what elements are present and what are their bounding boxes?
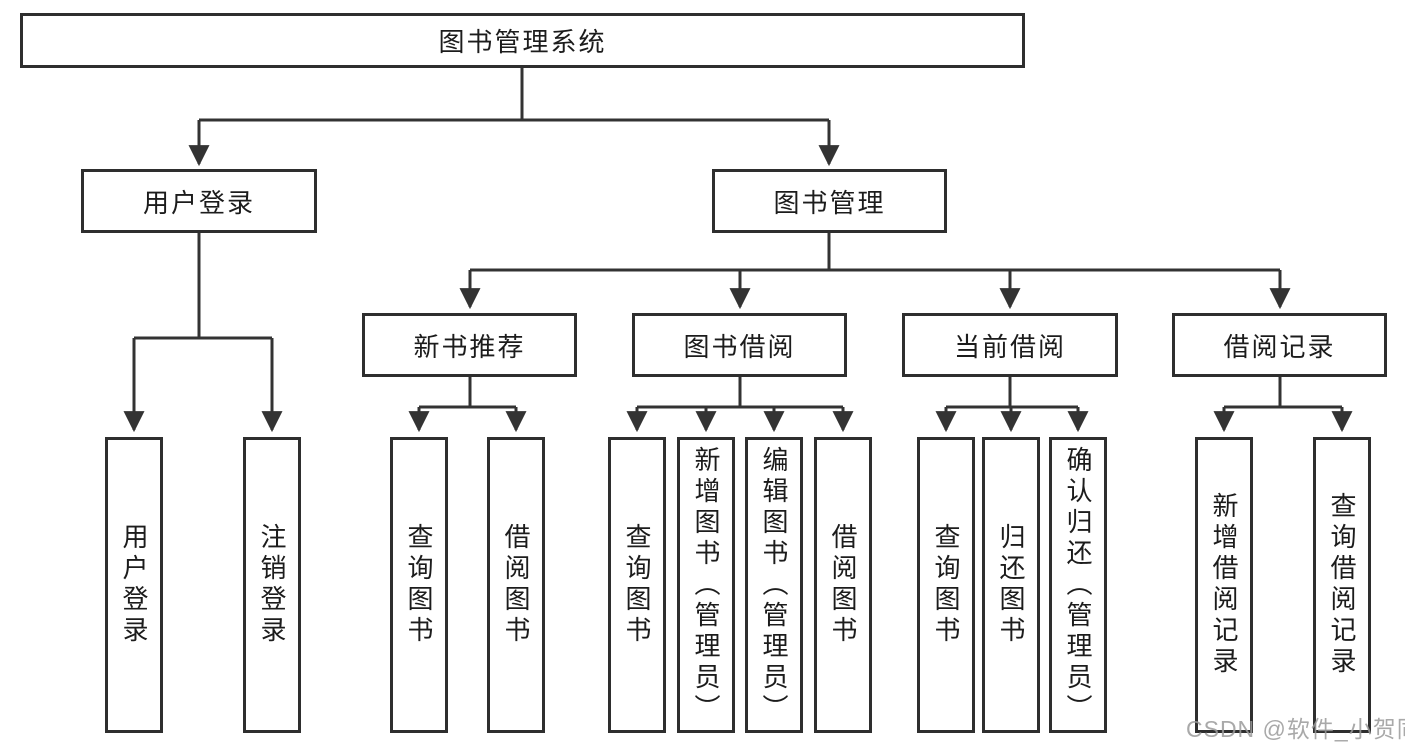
node-label: 查询图书 xyxy=(404,523,434,647)
node-book-management: 图书管理 xyxy=(712,169,947,233)
node-label: 借阅图书 xyxy=(501,523,531,647)
leaf-current-return-books: 归还图书 xyxy=(982,437,1040,733)
node-label: 查询借阅记录 xyxy=(1327,492,1357,678)
node-label: 新增借阅记录 xyxy=(1209,492,1239,678)
node-new-book-recommend: 新书推荐 xyxy=(362,313,577,377)
node-label: 图书管理系统 xyxy=(438,27,607,57)
leaf-borrow-edit-books: 编辑图书（管理员） xyxy=(745,437,803,733)
node-label: 当前借阅 xyxy=(953,331,1066,362)
leaf-logout: 注销登录 xyxy=(243,437,301,733)
leaf-records-add-record: 新增借阅记录 xyxy=(1195,437,1253,733)
node-label: 借阅图书 xyxy=(828,523,858,647)
connector-arrows xyxy=(123,120,1353,433)
node-label: 借阅记录 xyxy=(1223,331,1336,362)
leaf-recommend-borrow-books: 借阅图书 xyxy=(487,437,545,733)
node-label: 新书推荐 xyxy=(413,331,526,362)
node-current-borrow: 当前借阅 xyxy=(902,313,1118,377)
leaf-current-query-books: 查询图书 xyxy=(917,437,975,733)
leaf-borrow-add-books: 新增图书（管理员） xyxy=(677,437,735,733)
node-book-borrow: 图书借阅 xyxy=(632,313,847,377)
node-label: 注销登录 xyxy=(257,523,287,647)
node-label: 用户登录 xyxy=(142,187,255,218)
leaf-current-confirm-return: 确认归还（管理员） xyxy=(1049,437,1107,733)
csdn-watermark: CSDN @软件_小贺同学 xyxy=(1186,716,1405,742)
node-label: 查询图书 xyxy=(931,523,961,647)
node-label: 归还图书 xyxy=(996,523,1026,647)
node-label: 图书借阅 xyxy=(683,331,796,362)
node-user-login: 用户登录 xyxy=(81,169,317,233)
node-root-system: 图书管理系统 xyxy=(20,13,1025,68)
node-label: 确认归还（管理员） xyxy=(1063,445,1093,725)
node-label: 查询图书 xyxy=(622,523,652,647)
node-label: 图书管理 xyxy=(773,187,886,218)
leaf-user-login: 用户登录 xyxy=(105,437,163,733)
node-label: 用户登录 xyxy=(119,523,149,647)
leaf-recommend-query-books: 查询图书 xyxy=(390,437,448,733)
node-borrow-records: 借阅记录 xyxy=(1172,313,1387,377)
leaf-records-query-record: 查询借阅记录 xyxy=(1313,437,1371,733)
node-label: 新增图书（管理员） xyxy=(691,445,721,725)
leaf-borrow-query-books: 查询图书 xyxy=(608,437,666,733)
node-label: 编辑图书（管理员） xyxy=(759,445,789,725)
leaf-borrow-borrow-books: 借阅图书 xyxy=(814,437,872,733)
